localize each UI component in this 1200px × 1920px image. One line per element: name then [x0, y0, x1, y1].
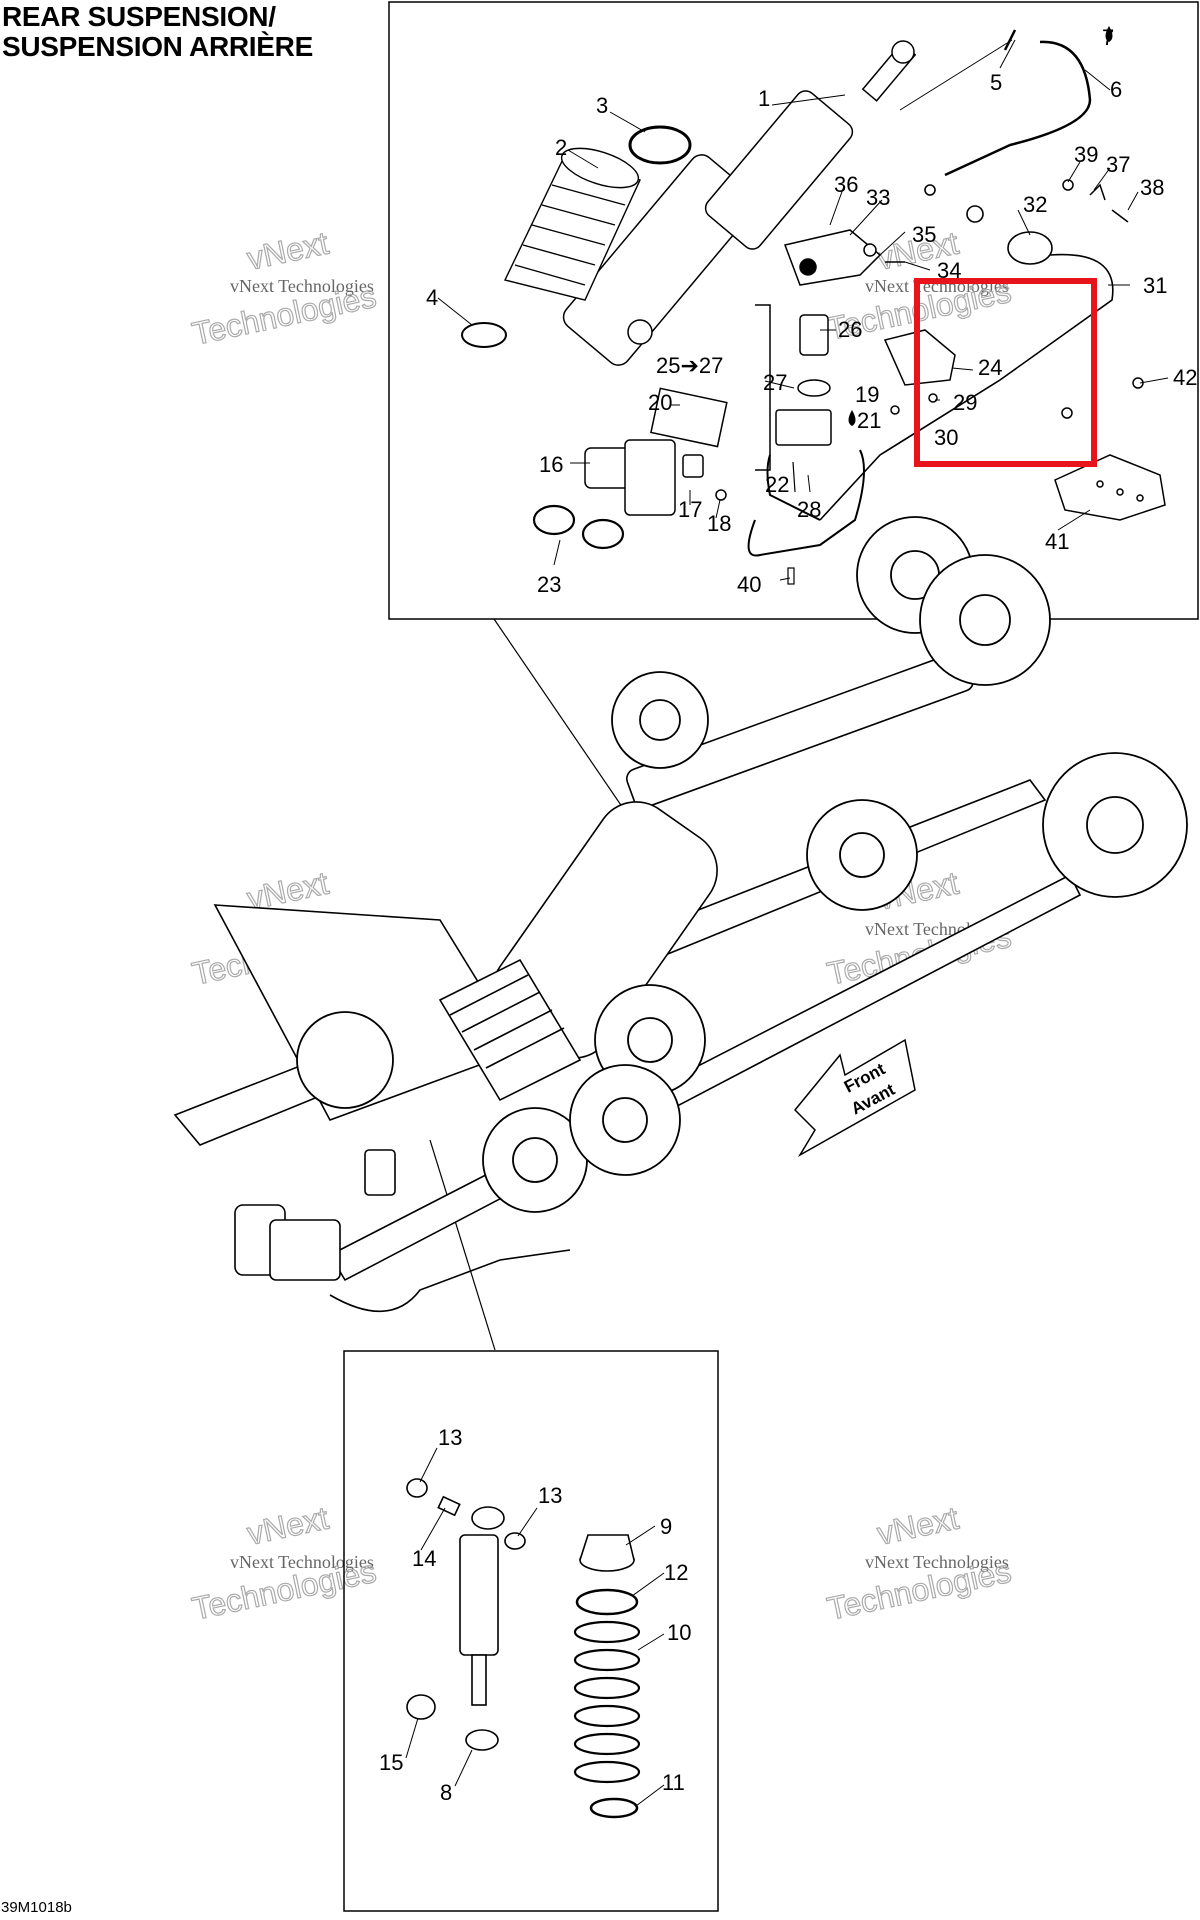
- callout-33: 33: [866, 185, 890, 210]
- watermark-company-text: vNext Technologies: [230, 1552, 374, 1572]
- callout-9: 9: [660, 1514, 672, 1539]
- watermark-top-left: vNext vNext Technologies Technologies: [188, 224, 379, 352]
- part-spring-ring[interactable]: [575, 1588, 639, 1616]
- callout-19: 19: [855, 382, 879, 407]
- oil-drop-icon: [1105, 26, 1113, 42]
- callout-25-27: 25➔27: [656, 353, 723, 378]
- part-air-line[interactable]: [819, 184, 1114, 521]
- callout-38: 38: [1140, 175, 1164, 200]
- callout-28: 28: [797, 497, 821, 522]
- callout-14: 14: [412, 1546, 436, 1571]
- callout-5: 5: [990, 70, 1002, 95]
- part-spring-retainer[interactable]: [589, 1797, 639, 1819]
- watermark-bottom-right: vNext vNext Technologies Technologies: [823, 1499, 1014, 1627]
- callout-2: 2: [555, 135, 567, 160]
- callout-30: 30: [934, 425, 958, 450]
- part-air-shock[interactable]: [559, 40, 917, 370]
- callout-42: 42: [1173, 365, 1197, 390]
- callout-29: 29: [953, 390, 977, 415]
- leader-lines-top: [437, 39, 1169, 581]
- title-line-french: SUSPENSION ARRIÈRE: [2, 31, 313, 62]
- callout-36: 36: [834, 172, 858, 197]
- callout-34: 34: [937, 258, 961, 283]
- watermark-vnext-text: vNext: [244, 1500, 332, 1552]
- top-detail-frame: [388, 1, 1199, 620]
- watermark-bottom-left: vNext vNext Technologies Technologies: [188, 1499, 379, 1627]
- diagram-title: REAR SUSPENSION/ SUSPENSION ARRIÈRE: [2, 2, 313, 62]
- part-air-hose[interactable]: [899, 29, 1092, 177]
- part-rear-shock[interactable]: [406, 1478, 526, 1751]
- figure-code: 39M1018b: [1, 1899, 72, 1916]
- callout-8: 8: [440, 1780, 452, 1805]
- callout-12: 12: [664, 1560, 688, 1585]
- callout-4: 4: [426, 285, 438, 310]
- callout-24: 24: [978, 355, 1002, 380]
- part-ring[interactable]: [628, 125, 692, 165]
- part-compressor[interactable]: [584, 439, 727, 516]
- callout-20: 20: [648, 390, 672, 415]
- part-tubing[interactable]: [747, 449, 865, 585]
- leader-lines-bottom: [405, 1447, 665, 1807]
- callout-35: 35: [912, 222, 936, 247]
- part-skid-plate[interactable]: [1054, 377, 1166, 521]
- callout-18: 18: [707, 511, 731, 536]
- callout-1: 1: [758, 86, 770, 111]
- callout-22: 22: [765, 472, 789, 497]
- part-clamp[interactable]: [1062, 179, 1129, 223]
- wheels[interactable]: [296, 516, 1188, 1213]
- part-hose-clamps[interactable]: [532, 504, 625, 550]
- bottom-detail-frame: [343, 1350, 719, 1912]
- part-clip[interactable]: [461, 322, 507, 348]
- part-bellows-boot[interactable]: [503, 140, 643, 301]
- watermark-company-text: vNext Technologies: [865, 1552, 1009, 1572]
- callout-39: 39: [1074, 142, 1098, 167]
- oil-drop-icon: [848, 410, 856, 426]
- watermark-vnext-text: vNext: [244, 225, 332, 277]
- callout-26: 26: [838, 317, 862, 342]
- part-valve-assembly[interactable]: [755, 304, 832, 471]
- callout-32: 32: [1023, 192, 1047, 217]
- title-line-english: REAR SUSPENSION/: [2, 1, 276, 32]
- callout-6: 6: [1110, 77, 1122, 102]
- watermark-vnext-text: vNext: [874, 1500, 962, 1552]
- callout-15: 15: [379, 1750, 403, 1775]
- callout-11: 11: [662, 1770, 685, 1795]
- callout-23: 23: [537, 572, 561, 597]
- skid-compressor[interactable]: [234, 1149, 571, 1313]
- callout-3: 3: [596, 93, 608, 118]
- callout-13b: 13: [538, 1483, 562, 1508]
- callout-13a: 13: [438, 1425, 462, 1450]
- part-spring-cap[interactable]: [579, 1534, 635, 1572]
- callout-10: 10: [667, 1620, 691, 1645]
- highlight-box: [914, 278, 1097, 467]
- part-bracket[interactable]: [783, 229, 905, 286]
- callout-17: 17: [678, 497, 702, 522]
- callout-31: 31: [1143, 273, 1167, 298]
- part-coil-spring[interactable]: [573, 1620, 641, 1784]
- bottom-detail-leader: [429, 1139, 496, 1351]
- callout-16: 16: [539, 452, 563, 477]
- part-label[interactable]: [650, 387, 728, 448]
- callout-27: 27: [763, 370, 787, 395]
- callout-41: 41: [1045, 529, 1069, 554]
- callout-37: 37: [1106, 152, 1130, 177]
- watermark-company-text: vNext Technologies: [230, 276, 374, 296]
- callout-21: 21: [857, 408, 881, 433]
- callout-40: 40: [737, 572, 761, 597]
- front-direction-arrow: Front Avant: [793, 1038, 916, 1158]
